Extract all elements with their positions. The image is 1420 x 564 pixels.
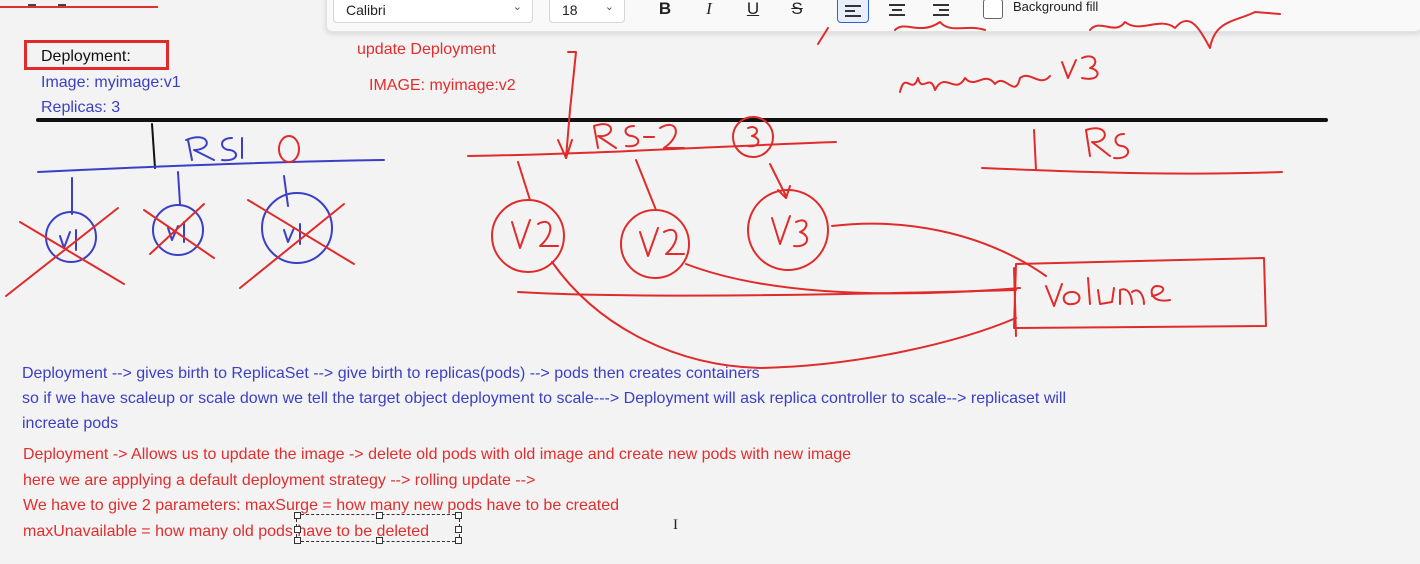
link-v2a-volume <box>551 261 1017 369</box>
handwriting-myimage <box>899 75 1051 93</box>
handwriting-stroke <box>817 27 829 45</box>
rs1-baseline <box>37 159 385 173</box>
pod-v1-a-crossed <box>5 207 125 297</box>
image-v2-line: IMAGE: myimage:v2 <box>369 77 516 94</box>
selected-text-frame[interactable] <box>294 512 462 544</box>
blue-note-line-3: increate pods <box>22 415 119 432</box>
underline-icon: U <box>746 0 760 18</box>
rs1-letter-R <box>185 136 215 161</box>
red-note-line-2: here we are applying a default deploymen… <box>23 471 536 489</box>
rs2-count-circle <box>732 116 774 158</box>
rs3-baseline <box>981 167 1283 175</box>
pod-v1-c-crossed <box>239 199 355 289</box>
arrow-head-icon <box>557 139 573 159</box>
background-fill-label: Background fill <box>1013 0 1099 14</box>
text-format-toolbar: Calibri ⌄ 18 ⌄ B I U S Background fill <box>326 0 1420 32</box>
rs1-count-zero <box>278 135 300 163</box>
font-family-dropdown[interactable]: Calibri ⌄ <box>333 0 533 23</box>
align-center-icon <box>889 1 905 19</box>
pod-v1-b <box>152 204 204 256</box>
text-cursor-icon: I <box>673 517 678 533</box>
truncated-text-fragment-2 <box>58 0 66 6</box>
pod-v2-c-label <box>771 215 809 248</box>
align-left-button[interactable] <box>837 0 869 23</box>
red-note-line-3: We have to give 2 parameters: maxSurge =… <box>23 497 620 514</box>
strikethrough-button[interactable]: S <box>781 0 813 23</box>
font-size-value: 18 <box>562 2 578 18</box>
link-v2b-volume <box>685 263 1021 295</box>
rs1-black-stem <box>151 123 156 169</box>
font-size-dropdown[interactable]: 18 ⌄ <box>549 0 625 23</box>
replicas-line: Replicas: 3 <box>41 99 121 116</box>
resize-handle[interactable] <box>455 512 462 519</box>
rs2-baseline <box>467 141 837 157</box>
pod-v2-c <box>747 189 829 271</box>
pod-v2-a <box>491 199 565 273</box>
italic-button[interactable]: I <box>693 0 725 23</box>
resize-handle[interactable] <box>376 537 383 544</box>
resize-handle[interactable] <box>455 537 462 544</box>
deployment-title: Deployment: <box>41 48 131 65</box>
volume-box-edge <box>1013 267 1017 337</box>
rs1-letter-S <box>221 137 238 162</box>
chevron-down-icon: ⌄ <box>604 1 614 13</box>
rs2-letter-S <box>624 125 640 148</box>
blue-note-line-2: so if we have scaleup or scale down we t… <box>22 390 1067 407</box>
handwriting-3 <box>1081 55 1099 80</box>
deployment-highlight-box <box>24 40 169 70</box>
italic-icon: I <box>706 0 712 18</box>
rs1-pod-links <box>71 171 289 215</box>
rs2-pod-links <box>517 159 787 211</box>
bold-icon: B <box>658 0 672 18</box>
rs3-stem <box>1033 129 1037 171</box>
link-v2c-volume <box>831 222 1047 277</box>
underline-button[interactable]: U <box>737 0 769 23</box>
red-notes-paragraph: Deployment -> Allows us to update the im… <box>23 442 851 544</box>
link-baseline-volume <box>517 289 1017 297</box>
pod-v2-b-label <box>639 227 685 257</box>
align-right-button[interactable] <box>925 0 957 23</box>
rs2-letter-R <box>593 123 617 149</box>
resize-handle[interactable] <box>294 512 301 519</box>
truncated-text-fragment <box>28 0 36 6</box>
resize-handle[interactable] <box>455 526 462 533</box>
font-family-value: Calibri <box>346 2 386 18</box>
red-note-line-4: maxUnavailable = how many old pods have … <box>23 522 430 540</box>
handwriting-top-left <box>894 21 986 31</box>
image-v1-line: Image: myimage:v1 <box>41 74 181 91</box>
pod-v1-b-crossed <box>143 203 215 259</box>
pod-v1-c <box>261 192 333 264</box>
handwriting-v <box>1061 59 1077 79</box>
bold-button[interactable]: B <box>649 0 681 23</box>
blue-notes-paragraph: Deployment --> gives birth to ReplicaSet… <box>22 361 1066 436</box>
rs2-count-3 <box>747 126 760 148</box>
rs3-letter-R <box>1085 127 1111 157</box>
arrow-update-to-rs2 <box>565 51 577 159</box>
resize-handle[interactable] <box>376 512 383 519</box>
chevron-down-icon: ⌄ <box>512 1 522 13</box>
align-left-icon <box>845 2 861 20</box>
handwriting-deployment <box>1089 11 1281 49</box>
rs2-digit-2 <box>659 123 685 149</box>
pod-v2-b <box>620 209 690 279</box>
align-right-icon <box>933 1 949 19</box>
resize-handle[interactable] <box>294 537 301 544</box>
pod-v1-a <box>45 211 97 263</box>
background-fill-checkbox[interactable] <box>983 0 1003 19</box>
blue-note-line-1: Deployment --> gives birth to ReplicaSet… <box>22 365 760 382</box>
volume-label <box>1045 277 1171 307</box>
top-left-box-edge <box>0 0 158 8</box>
red-note-line-1: Deployment -> Allows us to update the im… <box>23 446 852 463</box>
rs3-letter-S <box>1113 133 1130 160</box>
strikethrough-icon: S <box>791 0 803 18</box>
update-deployment-label: update Deployment <box>357 41 496 58</box>
pod-v2-a-label <box>511 219 559 249</box>
align-center-button[interactable] <box>881 0 913 23</box>
resize-handle[interactable] <box>294 526 301 533</box>
